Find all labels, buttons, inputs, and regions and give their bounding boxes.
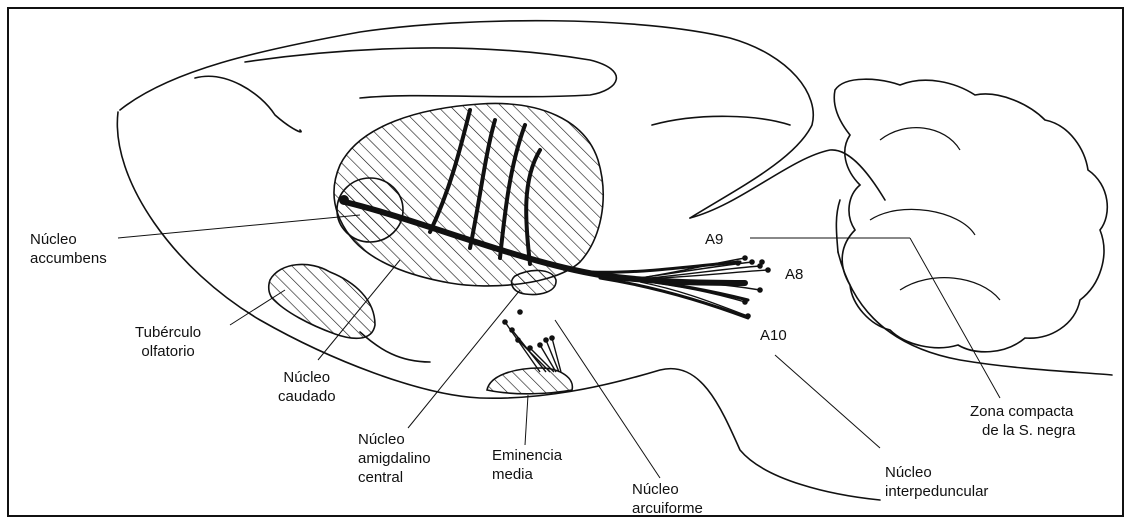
leader-zona-compacta — [910, 238, 1000, 398]
label-line: Núcleo — [278, 368, 336, 387]
label-nucleo-interpeduncular: Núcleo interpeduncular — [885, 463, 988, 501]
label-line: media — [492, 465, 562, 484]
leader-interpeduncular — [775, 355, 880, 448]
label-line: caudado — [278, 387, 336, 406]
label-line: arcuiforme — [632, 499, 703, 518]
label-a10: A10 — [760, 326, 787, 345]
label-line: Núcleo — [358, 430, 431, 449]
inferior-fold — [360, 332, 430, 362]
leader-eminencia — [525, 395, 528, 445]
label-line: de la S. negra — [970, 421, 1075, 440]
label-line: amigdalino — [358, 449, 431, 468]
label-line: Núcleo — [632, 480, 703, 499]
leader-accumbens — [118, 215, 360, 238]
leader-tuberculo — [230, 290, 285, 325]
label-line: A10 — [760, 326, 787, 345]
label-nucleo-accumbens: Núcleo accumbens — [30, 230, 107, 268]
label-line: Núcleo — [30, 230, 107, 249]
corpus-callosum-upper — [245, 48, 616, 98]
label-eminencia-media: Eminencia media — [492, 446, 562, 484]
brainstem-lower — [838, 252, 1112, 375]
corpus-callosum-lower — [652, 116, 790, 125]
label-nucleo-caudado: Núcleo caudado — [278, 368, 336, 406]
midbrain-curve — [690, 150, 885, 218]
label-line: accumbens — [30, 249, 107, 268]
label-line: Zona compacta — [970, 402, 1075, 421]
label-line: central — [358, 468, 431, 487]
tuberculo-olfatorio-region — [269, 264, 375, 338]
label-a9: A9 — [705, 230, 723, 249]
inner-cortex-fold — [195, 76, 301, 132]
tract-origin-dot — [339, 195, 349, 205]
label-tuberculo-olfatorio: Tubérculo olfatorio — [135, 323, 201, 361]
label-a8: A8 — [785, 265, 803, 284]
cerebellum-inner — [870, 128, 1000, 300]
label-nucleo-amigdalino-central: Núcleo amigdalino central — [358, 430, 431, 487]
label-nucleo-arcuiforme: Núcleo arcuiforme — [632, 480, 703, 518]
label-line: Núcleo — [885, 463, 988, 482]
eminencia-media-region — [487, 368, 572, 394]
label-line: interpeduncular — [885, 482, 988, 501]
leader-arcuiforme — [555, 320, 660, 478]
label-line: Tubérculo — [135, 323, 201, 342]
nucleo-amigdalino-region — [512, 270, 556, 294]
label-line: A8 — [785, 265, 803, 284]
cerebellum — [834, 79, 1107, 352]
label-line: olfatorio — [135, 342, 201, 361]
leader-amigdalino — [408, 290, 520, 428]
label-zona-compacta: Zona compacta de la S. negra — [970, 402, 1075, 440]
label-line: Eminencia — [492, 446, 562, 465]
label-line: A9 — [705, 230, 723, 249]
cerebellum-stem — [836, 200, 840, 252]
